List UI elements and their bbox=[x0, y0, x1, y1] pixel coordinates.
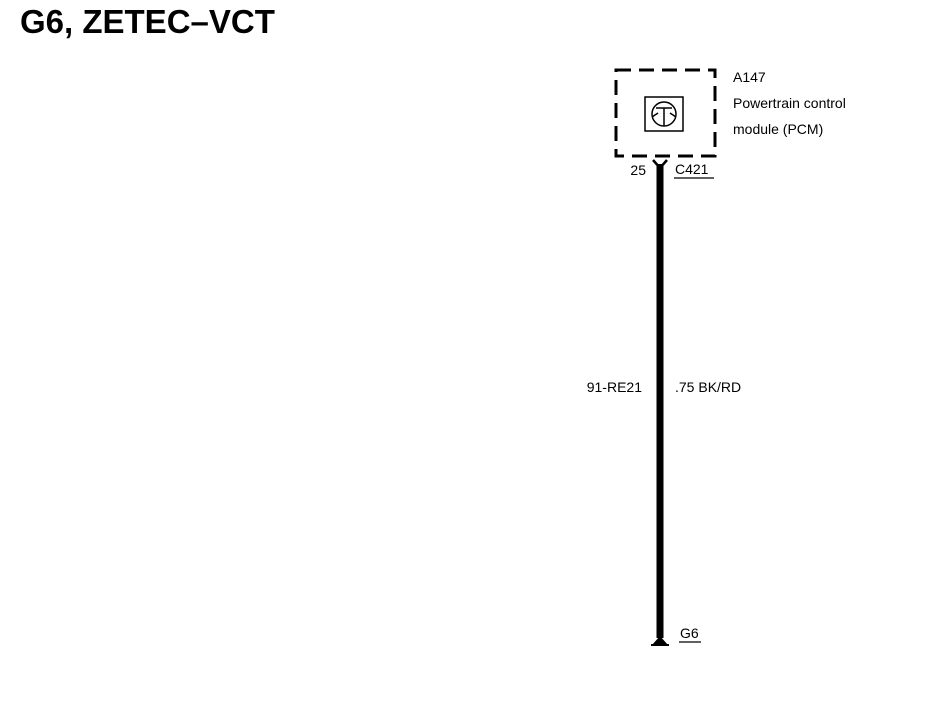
component-id-label: A147 bbox=[733, 69, 766, 85]
pcm-module-box bbox=[614, 68, 717, 158]
transistor-symbol-icon bbox=[644, 96, 684, 132]
ground-symbol-icon bbox=[651, 636, 669, 646]
component-name-line2: module (PCM) bbox=[733, 121, 823, 137]
connector-id-label: C421 bbox=[675, 161, 709, 177]
wire-spec-label: .75 BK/RD bbox=[675, 379, 741, 395]
connector-pin-number: 25 bbox=[630, 162, 646, 178]
wire-circuit-label: 91-RE21 bbox=[587, 379, 642, 395]
component-name-line1: Powertrain control bbox=[733, 95, 846, 111]
ground-id-label: G6 bbox=[680, 625, 699, 641]
diagram-title: G6, ZETEC–VCT bbox=[20, 3, 275, 40]
